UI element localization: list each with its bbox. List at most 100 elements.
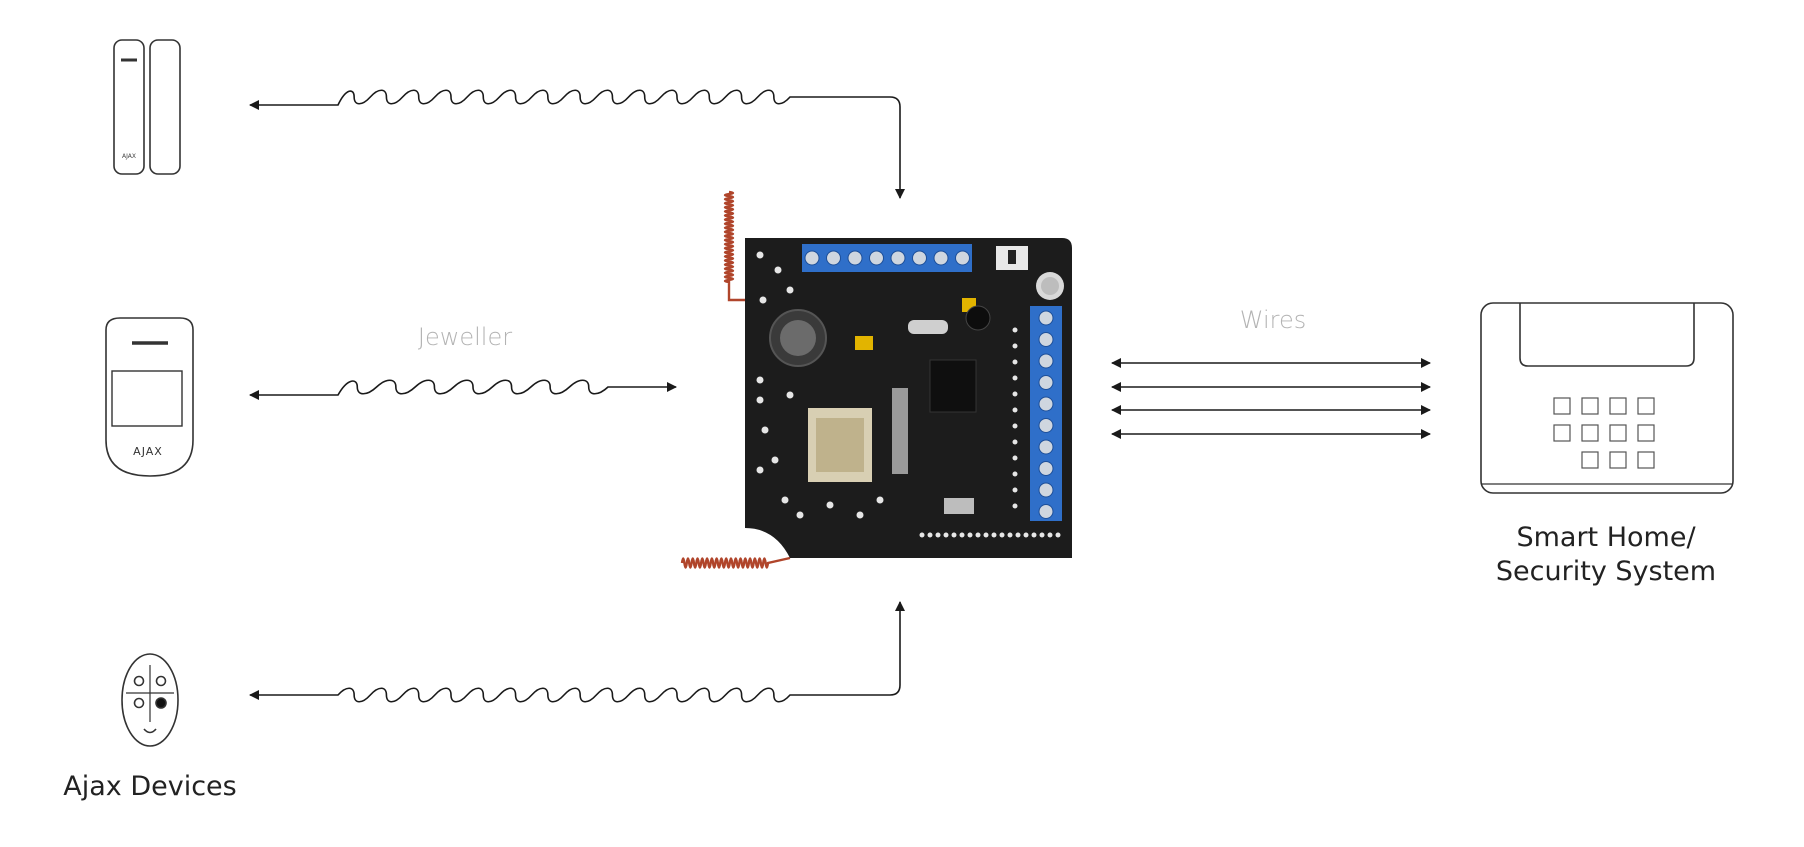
board-dot <box>1012 471 1018 477</box>
board-dot <box>1007 532 1013 538</box>
keypad-key <box>1581 451 1599 469</box>
screw <box>1038 461 1054 476</box>
screw <box>1038 375 1054 390</box>
board-dot <box>756 251 764 259</box>
keypad-key <box>1581 424 1599 442</box>
board-dot <box>1023 532 1029 538</box>
smart-home-label: Smart Home/ Security System <box>1450 521 1762 589</box>
keypad-key <box>1609 424 1627 442</box>
board-dot <box>1012 343 1018 349</box>
board-dot <box>927 532 933 538</box>
wired-links <box>1111 358 1431 439</box>
motion-detector-brand: AJAX <box>133 445 163 458</box>
board-dot <box>1012 407 1018 413</box>
antenna-bottom <box>680 556 791 569</box>
board-dot <box>951 532 957 538</box>
board-dot <box>756 376 764 384</box>
antenna-top <box>723 190 745 302</box>
keypad-key <box>1609 451 1627 469</box>
board-dot <box>991 532 997 538</box>
screw <box>1038 439 1054 455</box>
screw <box>955 250 970 266</box>
board-dot <box>1031 532 1037 538</box>
screw <box>1038 332 1054 347</box>
board-dot <box>1015 532 1021 538</box>
screw <box>826 250 841 266</box>
screw <box>869 250 884 266</box>
board-dot <box>761 426 769 434</box>
screw <box>1038 396 1054 412</box>
screw <box>933 250 949 266</box>
board-dot <box>943 532 949 538</box>
board-dot <box>935 532 941 538</box>
board-dot <box>959 532 965 538</box>
board-dot <box>876 496 884 504</box>
screw <box>1038 418 1054 433</box>
board-dot <box>1039 532 1045 538</box>
ajax-devices-label: Ajax Devices <box>63 771 237 802</box>
board-dot <box>919 532 925 538</box>
keypad-key <box>1637 397 1655 415</box>
board-dot <box>756 396 764 404</box>
keypad-key <box>1581 397 1599 415</box>
board-dot <box>1047 532 1053 538</box>
jeweller-label: Jeweller <box>417 323 513 351</box>
link-door-sensor <box>249 89 905 199</box>
wires-label: Wires <box>1239 306 1307 334</box>
board-dot <box>1012 487 1018 493</box>
board-dot <box>796 511 804 519</box>
board-dot <box>756 466 764 474</box>
top-terminal-screws <box>804 250 970 266</box>
keypad <box>1553 397 1655 469</box>
board-dot <box>1012 503 1018 509</box>
board-dot <box>856 511 864 519</box>
board-dot <box>1012 359 1018 365</box>
keypad-key <box>1637 451 1655 469</box>
right-terminal-screws <box>1038 310 1054 519</box>
board-dot <box>1055 532 1061 538</box>
board-dot <box>786 391 794 399</box>
board-dot <box>999 532 1005 538</box>
link-keyfob <box>249 601 905 703</box>
screw <box>804 250 820 266</box>
board-dot <box>1012 327 1018 333</box>
screw <box>1038 504 1054 519</box>
screw <box>912 250 927 266</box>
board-dot <box>1012 455 1018 461</box>
keyfob-icon <box>121 653 179 747</box>
smart-home-label-line2: Security System <box>1495 556 1717 587</box>
board-dot <box>826 501 834 509</box>
integration-board-image <box>680 190 1072 569</box>
screw <box>847 250 863 266</box>
board-dot <box>1012 391 1018 397</box>
keypad-key <box>1609 397 1627 415</box>
board-dot <box>1012 423 1018 429</box>
screw <box>1038 353 1054 369</box>
board-dot <box>774 266 782 274</box>
board-dot <box>1012 439 1018 445</box>
board-dots <box>756 251 1061 538</box>
board-dot <box>771 456 779 464</box>
control-panel-icon <box>1480 302 1734 494</box>
keypad-key <box>1553 397 1571 415</box>
screw <box>1038 482 1054 498</box>
board-dot <box>983 532 989 538</box>
board-dot <box>967 532 973 538</box>
screw <box>1038 310 1054 326</box>
keypad-key <box>1637 424 1655 442</box>
door-sensor-icon: AJAX <box>113 39 181 175</box>
link-motion-detector <box>249 379 677 400</box>
door-sensor-brand: AJAX <box>122 153 136 160</box>
board-dot <box>1012 375 1018 381</box>
board-dot <box>759 296 767 304</box>
wireless-links <box>249 89 905 703</box>
board-dot <box>786 286 794 294</box>
board-dot <box>975 532 981 538</box>
screw <box>890 250 906 266</box>
smart-home-label-line1: Smart Home/ <box>1516 522 1696 553</box>
keypad-key <box>1553 424 1571 442</box>
motion-detector-icon: AJAX <box>105 317 194 477</box>
board-dot <box>781 496 789 504</box>
